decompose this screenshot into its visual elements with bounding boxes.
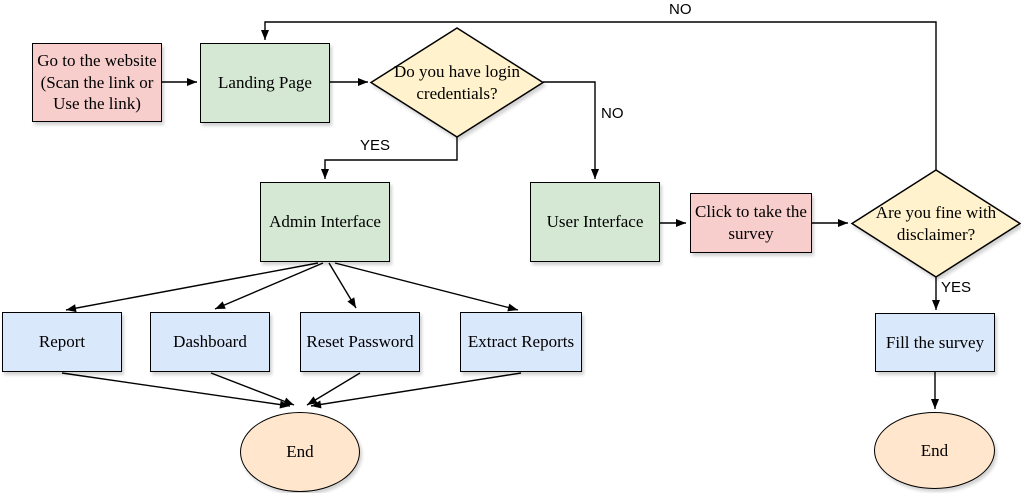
edge-label-login-yes: YES [358, 137, 393, 155]
edge-extract-reports-end-left [310, 372, 522, 409]
node-reset-password: Reset Password [300, 312, 420, 372]
edge-admin-dashboard [214, 262, 324, 310]
edge-reset-password-end-left [306, 372, 361, 406]
node-landing-page: Landing Page [200, 43, 330, 123]
node-go-to-website: Go to the website (Scan the link or Use … [32, 43, 162, 122]
node-dashboard: Dashboard [150, 312, 270, 372]
edge-disclaimer-landing-no [261, 21, 937, 170]
decision-login-diamond [369, 27, 545, 138]
edge-label-disclaimer-yes: YES [939, 279, 974, 297]
edge-login-admin-yes [321, 137, 458, 179]
node-report: Report [2, 312, 122, 372]
edge-admin-report [65, 262, 319, 313]
edge-label-login-no: NO [599, 105, 626, 123]
node-fill-the-survey: Fill the survey [875, 313, 995, 372]
decision-disclaimer-diamond [850, 169, 1021, 278]
edge-admin-reset-password [328, 262, 357, 309]
node-click-to-take-survey: Click to take the survey [690, 193, 812, 253]
node-extract-reports: Extract Reports [460, 312, 582, 372]
node-user-interface: User Interface [530, 182, 660, 262]
edge-login-user-no [543, 81, 599, 179]
edge-report-end-left [61, 372, 291, 409]
node-end-left: End [240, 412, 360, 492]
node-admin-interface: Admin Interface [260, 182, 390, 262]
edge-label-disclaimer-no: NO [667, 1, 694, 19]
edge-admin-extract-reports [334, 262, 519, 312]
edge-dashboard-end-left [210, 372, 295, 406]
node-end-right: End [874, 412, 995, 489]
